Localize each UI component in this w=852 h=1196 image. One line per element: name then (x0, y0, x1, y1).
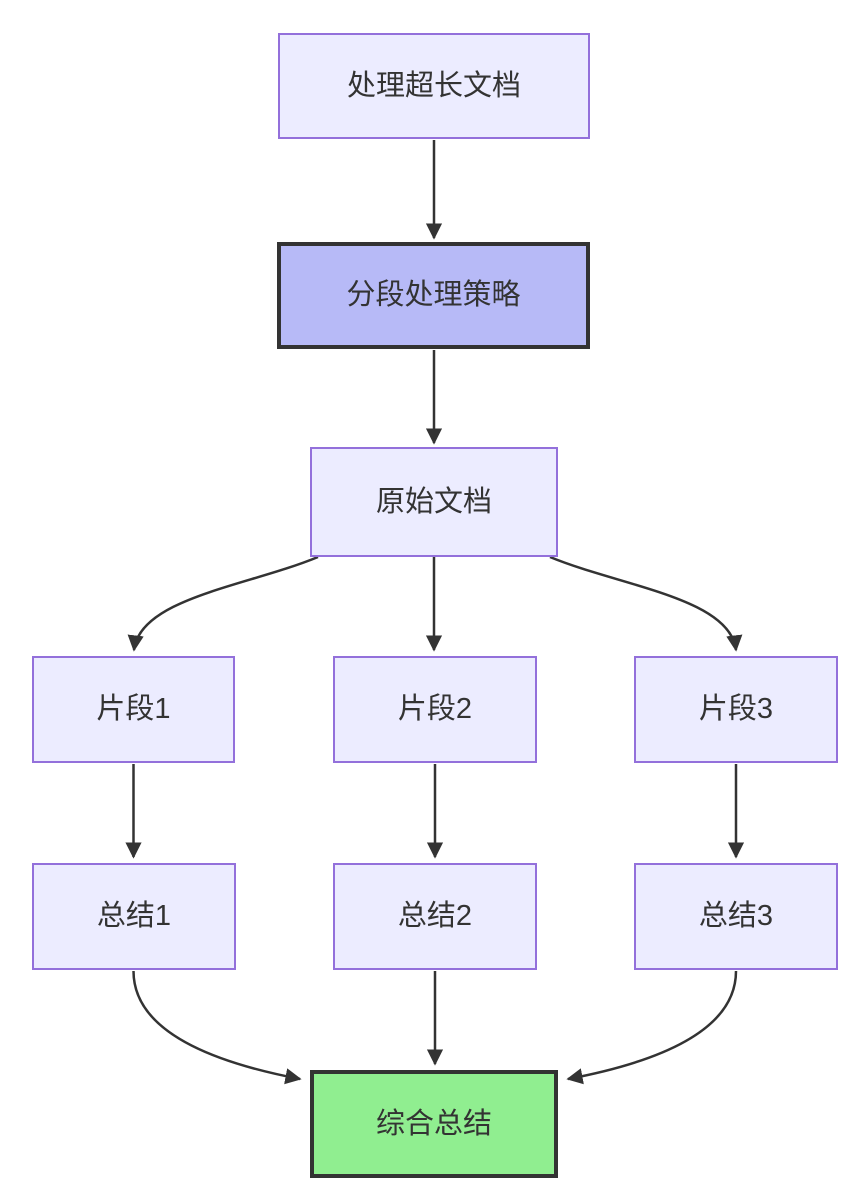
node-original-document: 原始文档 (310, 447, 558, 557)
node-summary-3: 总结3 (634, 863, 838, 970)
node-fragment-3: 片段3 (634, 656, 838, 763)
edge-summary-1-to-final (132, 970, 302, 1085)
node-segmented-strategy: 分段处理策略 (277, 242, 590, 349)
node-process-long-document: 处理超长文档 (278, 33, 590, 139)
edge-original-to-fragment-1 (127, 555, 319, 652)
node-fragment-1: 片段1 (32, 656, 235, 763)
node-fragment-2: 片段2 (333, 656, 537, 763)
edge-summary-3-to-final (566, 970, 738, 1085)
node-summary-1: 总结1 (32, 863, 236, 970)
node-summary-2: 总结2 (333, 863, 537, 970)
node-final-summary: 综合总结 (310, 1070, 558, 1178)
edge-original-to-fragment-3 (549, 555, 743, 652)
